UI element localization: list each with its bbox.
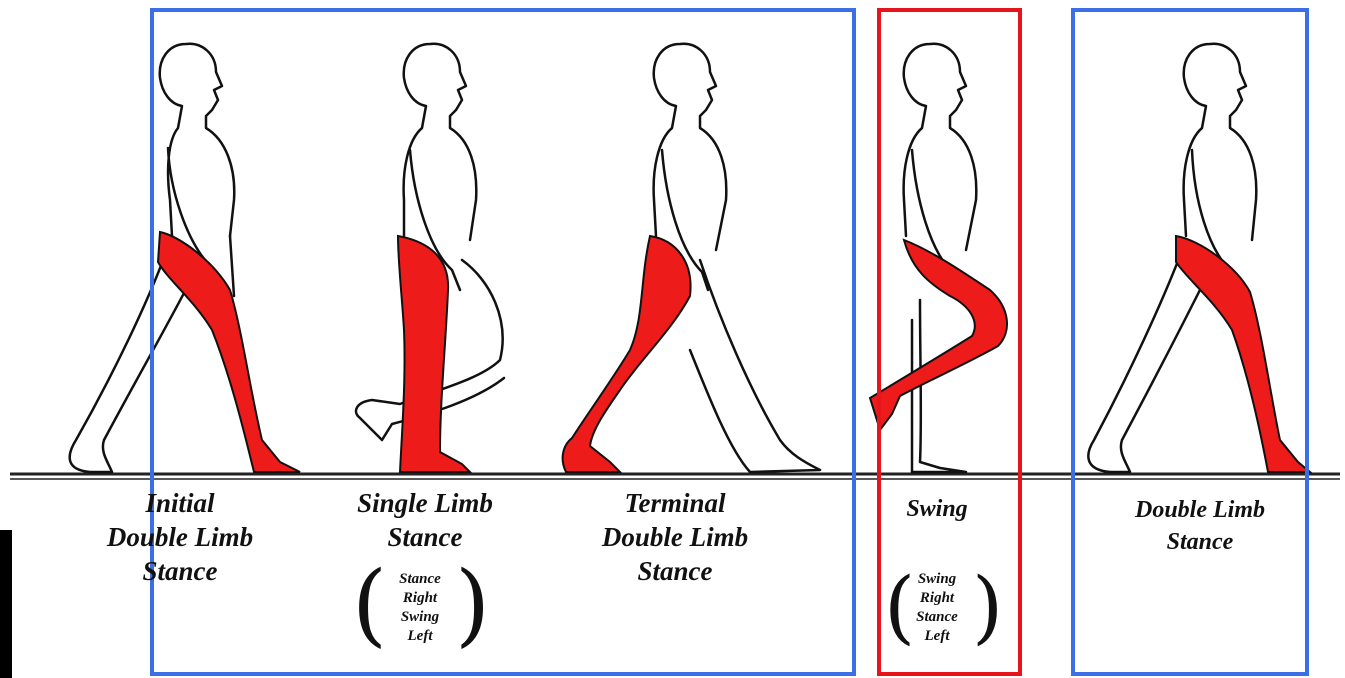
caption-double: Double Limb Stance bbox=[1090, 494, 1310, 558]
subcaption-line: Left bbox=[900, 627, 974, 646]
subcaption-line: Right bbox=[900, 589, 974, 608]
muscle-leg-swing bbox=[870, 240, 1007, 430]
double-stance-box bbox=[1073, 10, 1307, 674]
muscle-leg-single bbox=[398, 236, 470, 472]
subcaption-line: Left bbox=[380, 627, 460, 646]
caption-line: Double Limb bbox=[70, 520, 290, 554]
caption-line: Single Limb bbox=[320, 486, 530, 520]
caption-line: Double Limb bbox=[1090, 494, 1310, 526]
muscle-leg-terminal bbox=[563, 236, 691, 472]
subcaption-line: Swing bbox=[900, 570, 974, 589]
subcaption-single: Stance Right Swing Left bbox=[380, 570, 460, 646]
caption-line: Stance bbox=[565, 554, 785, 588]
caption-line: Stance bbox=[320, 520, 530, 554]
subcaption-swing: Swing Right Stance Left bbox=[900, 570, 974, 646]
caption-initial: Initial Double Limb Stance bbox=[70, 486, 290, 588]
walking-figure-double bbox=[1088, 44, 1256, 472]
right-paren: ) bbox=[455, 560, 490, 650]
muscle-leg-double bbox=[1176, 236, 1310, 472]
caption-swing: Swing bbox=[882, 492, 992, 526]
edge-mark bbox=[0, 530, 12, 678]
ground-line bbox=[10, 474, 1340, 479]
caption-line: Initial bbox=[70, 486, 290, 520]
subcaption-line: Stance bbox=[380, 570, 460, 589]
caption-single: Single Limb Stance bbox=[320, 486, 530, 554]
right-paren: ) bbox=[972, 562, 1003, 652]
subcaption-line: Stance bbox=[900, 608, 974, 627]
caption-line: Double Limb bbox=[565, 520, 785, 554]
subcaption-line: Swing bbox=[380, 608, 460, 627]
muscle-leg-initial bbox=[158, 232, 300, 472]
caption-line: Stance bbox=[1090, 526, 1310, 558]
caption-line: Swing bbox=[882, 492, 992, 526]
caption-terminal: Terminal Double Limb Stance bbox=[565, 486, 785, 588]
subcaption-line: Right bbox=[380, 589, 460, 608]
caption-line: Terminal bbox=[565, 486, 785, 520]
caption-line: Stance bbox=[70, 554, 290, 588]
